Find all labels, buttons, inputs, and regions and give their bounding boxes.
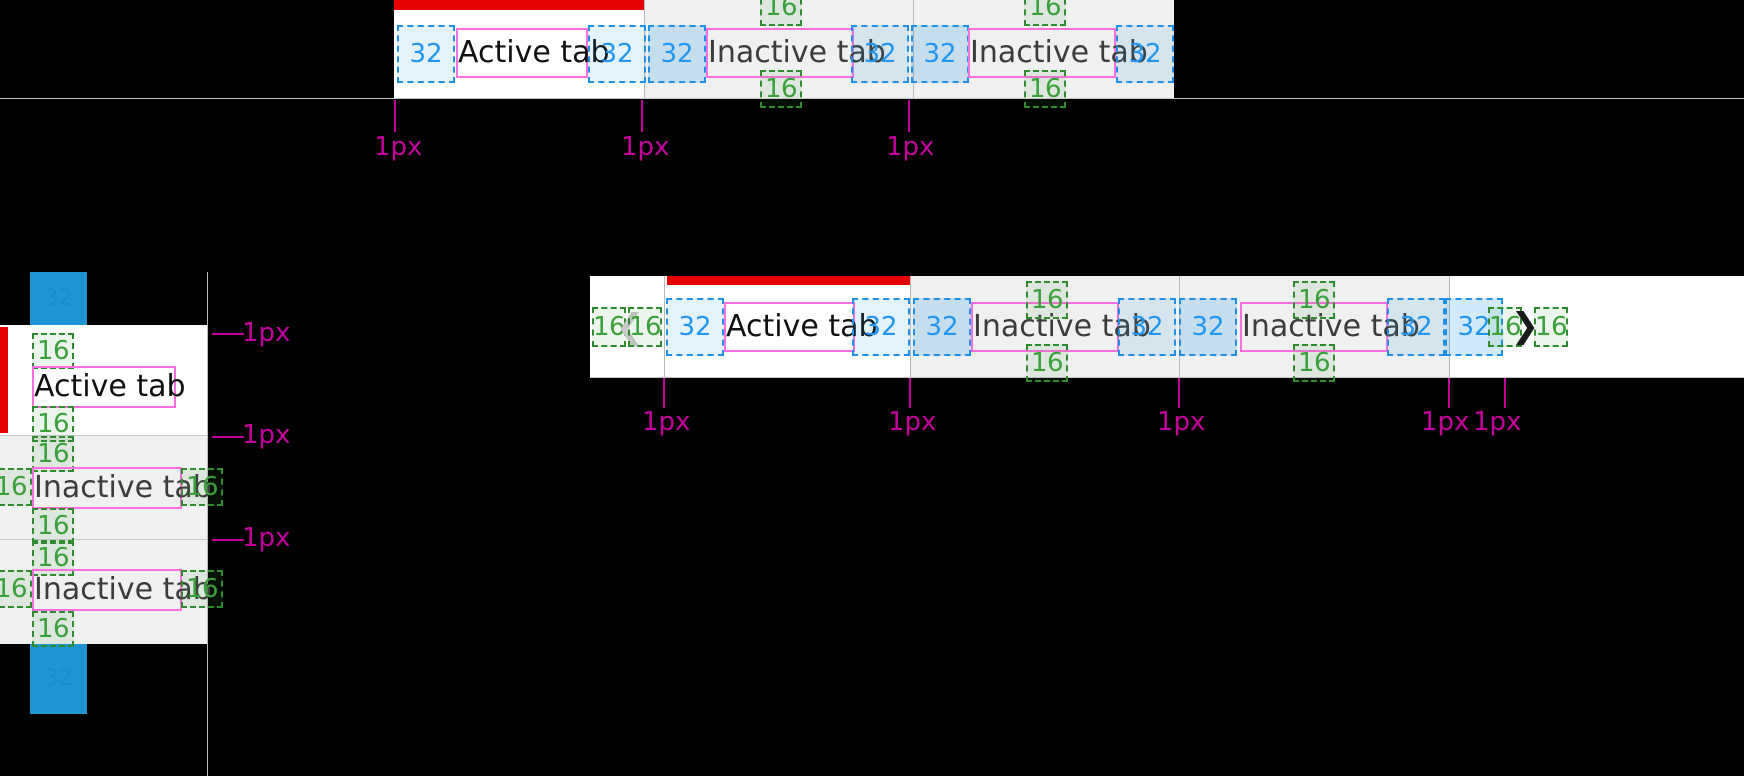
left-divider-2 [0, 539, 208, 540]
scroll-left-button[interactable] [590, 276, 664, 378]
left-selection-chip-top[interactable]: 32 [30, 272, 87, 325]
left-tab2-pad-left: 16 [0, 468, 32, 506]
right-divider-0 [664, 276, 665, 378]
right-tab3-pad-right: 32 [1387, 298, 1445, 356]
top-active-indicator [394, 0, 644, 10]
right-tab1-pad-left: 32 [666, 298, 724, 356]
scroll-right-gap-before: 16 [1488, 307, 1522, 347]
scroll-left-gap-before: 16 [592, 307, 626, 347]
left-tab2-pad-top: 16 [32, 436, 74, 472]
right-tab3-space-below: 16 [1293, 344, 1335, 382]
left-rule-line-1 [212, 333, 244, 335]
scroll-left-gap-after: 16 [628, 307, 662, 347]
top-divider-2 [913, 0, 914, 98]
right-tab2-pad-left: 32 [913, 298, 971, 356]
top-rule-label-2: 1px [621, 132, 670, 162]
top-tab3-space-below: 16 [1024, 70, 1066, 108]
left-tab1-label: Active tab [32, 366, 186, 408]
left-divider-1 [0, 435, 208, 436]
chevron-left-icon[interactable]: ❮ [615, 307, 645, 347]
left-tab3-pad-left: 16 [0, 570, 32, 608]
left-tab2-label: Inactive tab [32, 467, 212, 509]
right-rule-line-2 [909, 378, 911, 408]
right-rule-label-1: 1px [642, 407, 691, 437]
scroll-right-gap-after: 16 [1534, 307, 1568, 347]
top-tab2-pad-right: 32 [851, 25, 909, 83]
right-divider-1 [910, 276, 911, 378]
left-vertical-tab-panel [0, 325, 208, 776]
top-tab1-pad-right: 32 [588, 25, 646, 83]
right-tab1-label: Active tab [724, 302, 878, 352]
left-tab2-pad-right: 16 [181, 468, 223, 506]
right-rule-label-5: 1px [1473, 407, 1522, 437]
top-tab1-pad-left: 32 [397, 25, 455, 83]
right-rule-line-4 [1448, 378, 1450, 408]
right-tab2-pad-right: 32 [1118, 298, 1176, 356]
right-rule-line-3 [1178, 378, 1180, 408]
right-tab2-space-below: 16 [1026, 344, 1068, 382]
right-rule-line-5 [1504, 378, 1506, 408]
left-panel-guide-rail [207, 272, 208, 776]
top-tab1-label: Active tab [456, 28, 610, 78]
left-active-tab-surface[interactable] [0, 325, 208, 435]
top-tab3-space-above: 16 [1024, 0, 1066, 26]
left-tab2-pad-bottom: 16 [32, 508, 74, 544]
left-active-indicator [0, 327, 8, 433]
left-rule-label-3: 1px [242, 523, 291, 553]
top-tab3-pad-left: 32 [911, 25, 969, 83]
left-inactive-tab-surface-1[interactable] [0, 436, 208, 539]
top-rule-label-3: 1px [886, 132, 935, 162]
right-rule-line-1 [663, 378, 665, 408]
top-rule-line-3 [908, 100, 910, 132]
top-horizontal-tab-panel [394, 0, 1174, 98]
right-rule-label-4: 1px [1421, 407, 1470, 437]
right-active-indicator [667, 276, 910, 285]
left-tab3-pad-right: 16 [181, 570, 223, 608]
right-inactive-tab-surface-2[interactable] [1180, 276, 1449, 378]
top-tab2-pad-left: 32 [648, 25, 706, 83]
left-inactive-tab-surface-2[interactable] [0, 540, 208, 644]
right-panel-baseline [590, 377, 1744, 378]
scroll-right-button[interactable] [1450, 276, 1744, 378]
left-rule-label-2: 1px [242, 420, 291, 450]
left-rule-line-3 [212, 539, 244, 541]
top-tab2-space-below: 16 [760, 70, 802, 108]
left-tab3-label: Inactive tab [32, 569, 212, 611]
top-panel-baseline [0, 98, 1744, 99]
left-rule-line-2 [212, 436, 244, 438]
top-rule-line-1 [394, 100, 396, 132]
left-selection-chip-bottom-glyph: 32 [44, 666, 73, 691]
right-tab3-space-above: 16 [1293, 281, 1335, 319]
left-tab1-pad-top: 16 [32, 333, 74, 369]
top-rule-line-2 [641, 100, 643, 132]
left-selection-chip-top-glyph: 32 [44, 285, 73, 311]
right-tab2-space-above: 16 [1026, 281, 1068, 319]
left-rule-label-1: 1px [242, 318, 291, 348]
top-rule-label-1: 1px [374, 132, 423, 162]
left-selection-chip-bottom[interactable]: 32 [30, 644, 87, 714]
right-rule-label-3: 1px [1157, 407, 1206, 437]
top-tab2-space-above: 16 [760, 0, 802, 26]
right-tab3-pad-left: 32 [1179, 298, 1237, 356]
left-tab3-pad-bottom: 16 [32, 611, 74, 647]
right-divider-3 [1449, 276, 1450, 378]
right-active-tab-surface[interactable] [665, 276, 910, 378]
right-tab1-pad-right: 32 [852, 298, 910, 356]
right-inactive-tab-surface-1[interactable] [911, 276, 1179, 378]
top-tab3-pad-right: 32 [1116, 25, 1174, 83]
right-scrolling-tab-panel [590, 276, 1744, 378]
right-rule-label-2: 1px [888, 407, 937, 437]
